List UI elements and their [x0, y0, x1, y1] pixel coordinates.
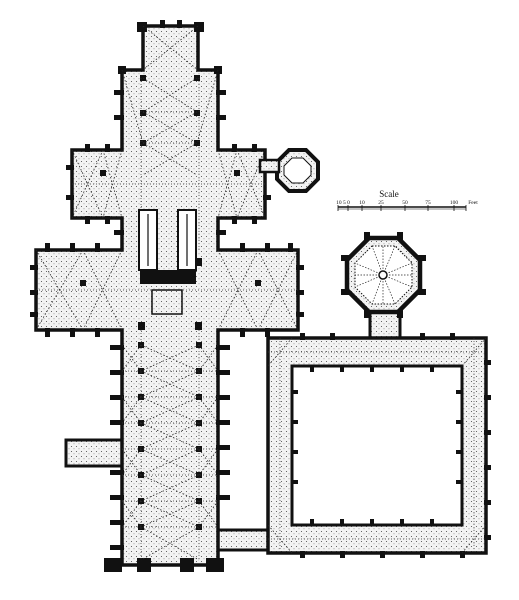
scale-title: Scale	[379, 189, 399, 199]
cloister-link-passage	[218, 530, 270, 550]
cloister-garth-wall	[290, 364, 464, 527]
scale-tick-100: 100	[450, 200, 459, 206]
scale-start-label: 10 5 0	[336, 200, 350, 206]
chapter-house	[341, 232, 426, 318]
scale-tick-10: 10	[359, 200, 365, 206]
scale-tick-25: 25	[378, 200, 384, 206]
choir-stalls	[138, 209, 197, 315]
scale-unit: Feet	[468, 200, 478, 206]
north-porch	[66, 440, 122, 466]
scale-tick-75: 75	[425, 200, 431, 206]
cloister-outer-wall	[266, 336, 488, 555]
scale-bar: Scale 10 5 0 10 25 50 75 100 Feet	[336, 189, 478, 211]
scale-tick-50: 50	[402, 200, 408, 206]
cloister-walk-west	[268, 338, 292, 553]
cloister-walk-east	[462, 338, 486, 553]
bay-lines	[36, 78, 486, 560]
octagonal-chapel-small	[258, 148, 320, 193]
